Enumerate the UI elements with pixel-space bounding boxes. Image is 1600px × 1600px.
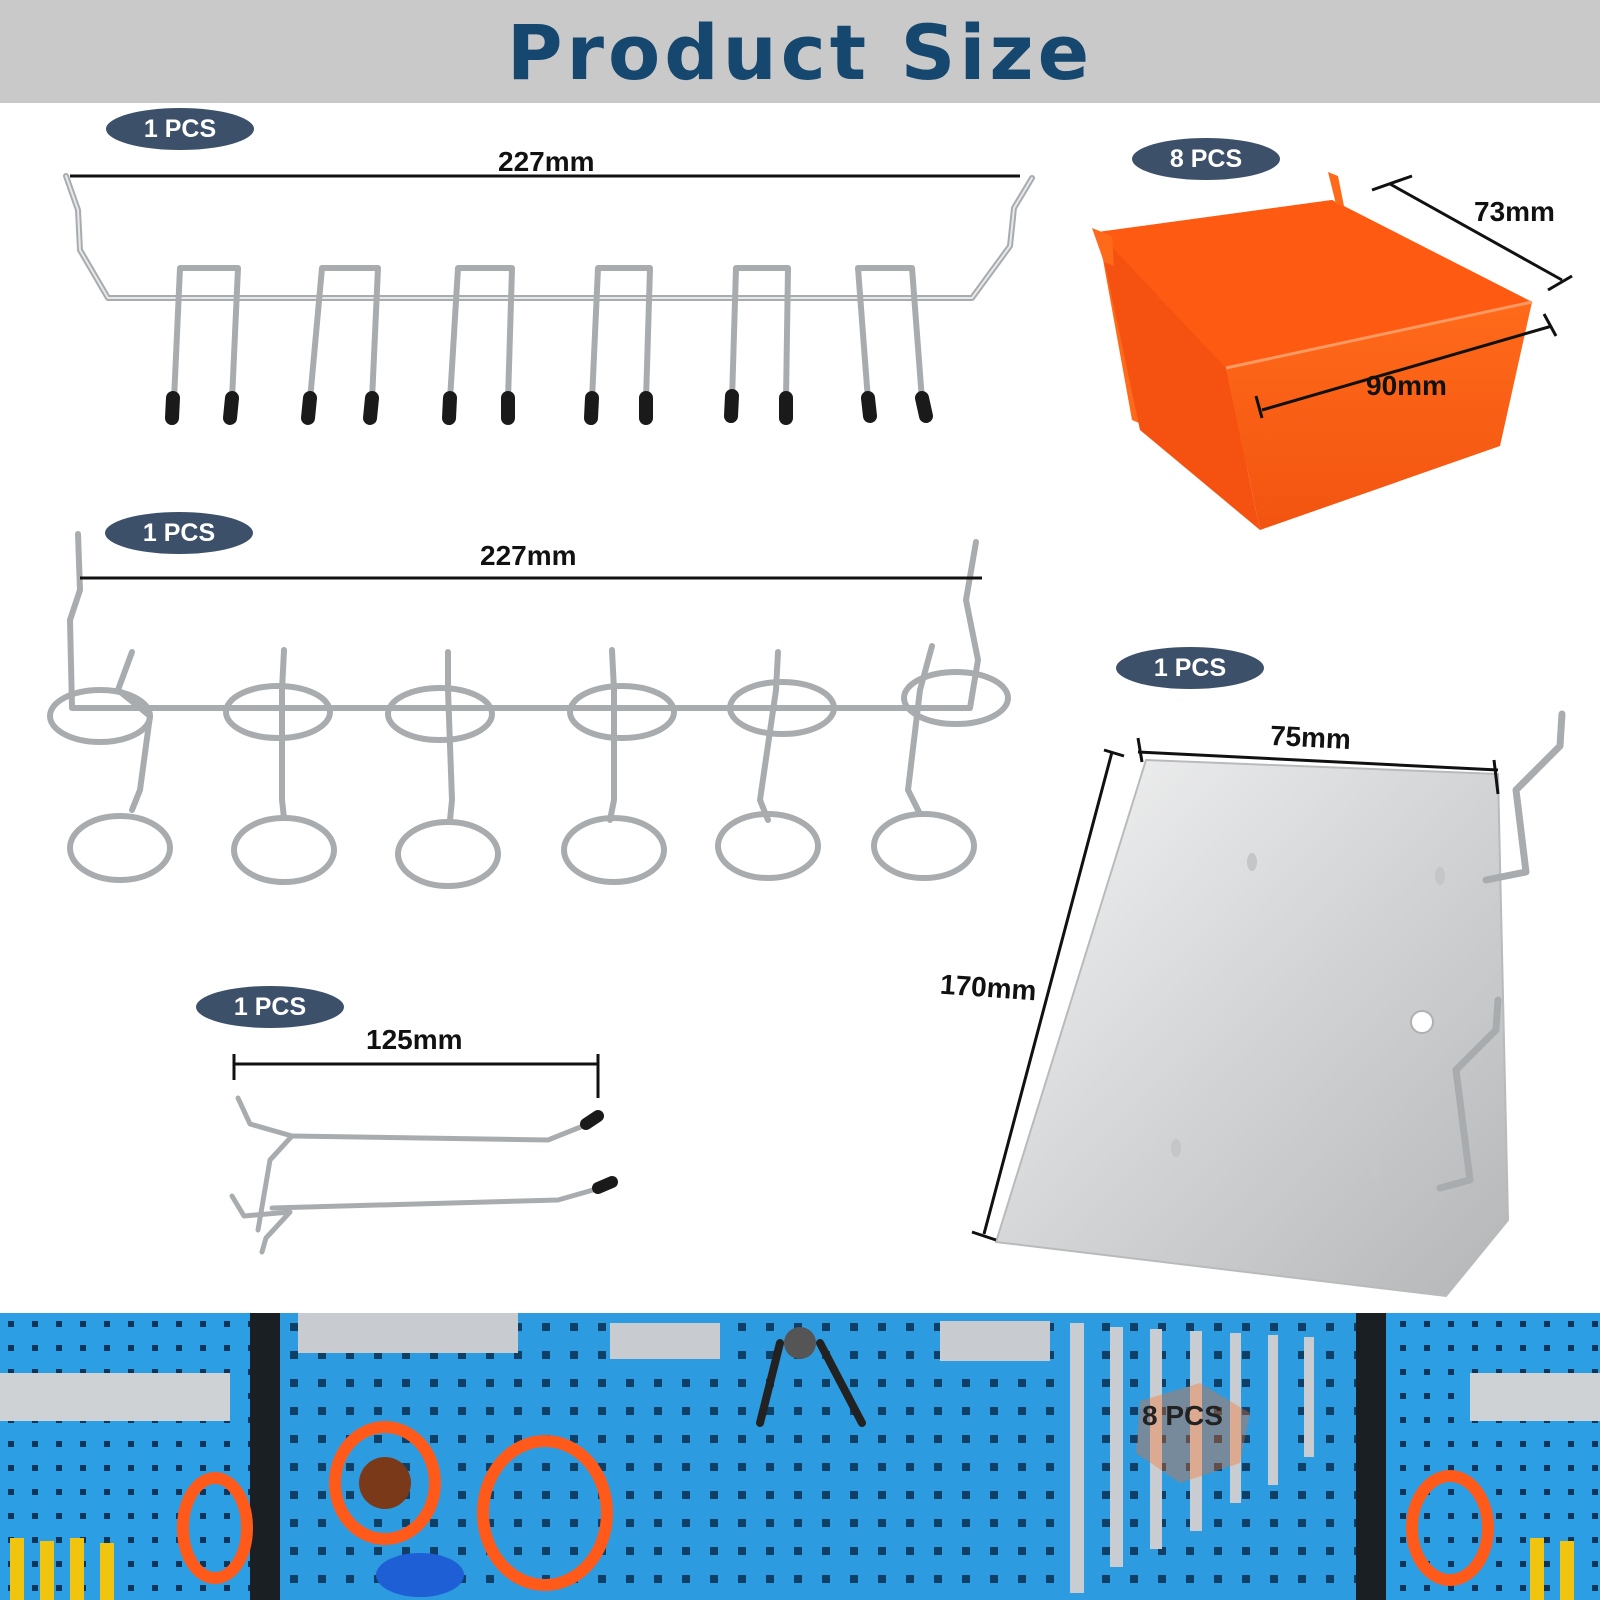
hook-strip-width-label: 227mm — [498, 146, 595, 177]
storage-bin — [1092, 172, 1533, 530]
pegboard-scene — [0, 1313, 1600, 1600]
photo-quantity-label: 8 PCS — [1142, 1400, 1223, 1431]
upper-rings — [47, 669, 1011, 745]
hook-pairs — [171, 265, 925, 403]
page-title: Product Size — [506, 8, 1094, 97]
single-hook — [229, 1095, 618, 1255]
hook-strip — [63, 173, 1035, 425]
hook-tips — [165, 389, 933, 425]
bin-width-dimension-line — [1254, 313, 1558, 419]
shelf-width-dimension-line — [1136, 737, 1500, 795]
bin-width-label: 90mm — [1366, 370, 1447, 401]
application-photo: 8 PCS — [0, 1313, 1600, 1600]
bin-depth-dimension-line — [1371, 174, 1573, 292]
header-banner: Product Size — [0, 0, 1600, 103]
bin-quantity-badge: 8 PCS — [1132, 138, 1280, 180]
shelf-length-dimension-line — [971, 748, 1125, 1242]
product-illustrations — [47, 172, 1573, 1298]
shelf-length-label: 170mm — [939, 968, 1038, 1007]
metal-shelf — [994, 710, 1566, 1298]
single-hook-quantity-badge: 1 PCS — [196, 986, 344, 1028]
hook-strip-quantity-badge: 1 PCS — [106, 108, 254, 150]
ring-strip-width-label: 227mm — [480, 540, 577, 571]
ring-strip-quantity-badge: 1 PCS — [105, 512, 253, 554]
shelf-width-label: 75mm — [1269, 719, 1352, 756]
bin-depth-label: 73mm — [1474, 196, 1555, 227]
single-hook-length-label: 125mm — [366, 1024, 463, 1055]
ring-stems — [115, 643, 935, 823]
shelf-quantity-badge: 1 PCS — [1116, 647, 1264, 689]
single-hook-dimension-line — [232, 1054, 600, 1098]
ring-strip — [47, 531, 1011, 889]
lower-rings — [67, 811, 977, 889]
